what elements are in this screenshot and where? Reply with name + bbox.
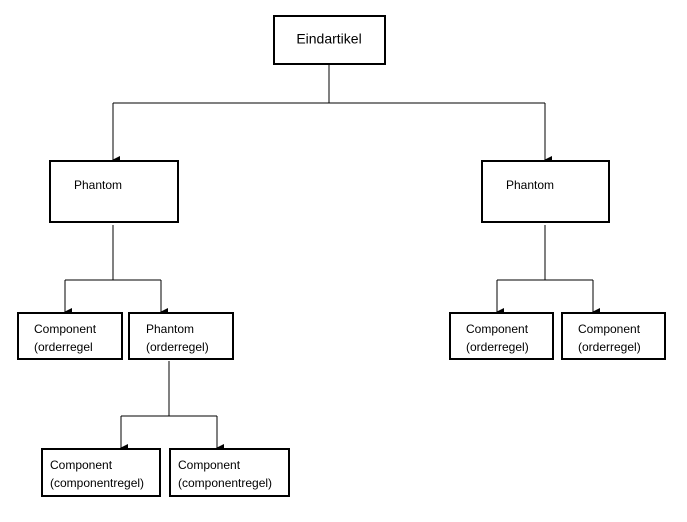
node-left-phantom-order-line1: Phantom xyxy=(146,322,194,336)
edge-left-phantom-split xyxy=(65,225,161,281)
node-left-component: Component (orderregel xyxy=(17,312,123,360)
node-left-phantom-label: Phantom xyxy=(74,178,122,192)
node-right-phantom-label: Phantom xyxy=(506,178,554,192)
node-left-phantom-box xyxy=(49,160,179,223)
node-left-phantom-order-box xyxy=(128,312,234,360)
node-right-component-1-line2: (orderregel) xyxy=(466,340,529,354)
node-sub-component-2-line1: Component xyxy=(178,458,241,472)
node-right-component-2-box xyxy=(561,312,666,360)
node-sub-component-1-line2: (componentregel) xyxy=(50,476,144,490)
node-sub-component-1-box xyxy=(41,448,161,497)
node-right-component-1-box xyxy=(449,312,554,360)
node-right-phantom-box xyxy=(481,160,610,223)
node-left-phantom: Phantom xyxy=(49,160,179,223)
node-right-component-1-line1: Component xyxy=(466,322,529,336)
node-sub-component-2-line2: (componentregel) xyxy=(178,476,272,490)
node-right-component-2-line1: Component xyxy=(578,322,641,336)
node-left-phantom-order-line2: (orderregel) xyxy=(146,340,209,354)
node-left-component-box xyxy=(17,312,123,360)
node-right-component-2: Component (orderregel) xyxy=(561,312,666,360)
node-sub-component-1: Component (componentregel) xyxy=(41,448,161,497)
edge-root-to-phantoms xyxy=(113,64,545,104)
edge-right-phantom-split xyxy=(497,225,593,281)
node-left-component-line2: (orderregel xyxy=(34,340,93,354)
node-eindartikel: Eindartikel xyxy=(273,15,386,65)
edges xyxy=(64,64,600,452)
node-eindartikel-label: Eindartikel xyxy=(296,31,361,47)
node-sub-component-1-line1: Component xyxy=(50,458,113,472)
node-left-component-line1: Component xyxy=(34,322,97,336)
node-right-phantom: Phantom xyxy=(481,160,610,223)
node-sub-component-2-box xyxy=(169,448,290,497)
edge-phantom-order-split xyxy=(121,361,217,417)
node-left-phantom-order: Phantom (orderregel) xyxy=(128,312,234,360)
node-eindartikel-box xyxy=(273,15,386,65)
node-right-component-1: Component (orderregel) xyxy=(449,312,554,360)
node-right-component-2-line2: (orderregel) xyxy=(578,340,641,354)
node-sub-component-2: Component (componentregel) xyxy=(169,448,290,497)
